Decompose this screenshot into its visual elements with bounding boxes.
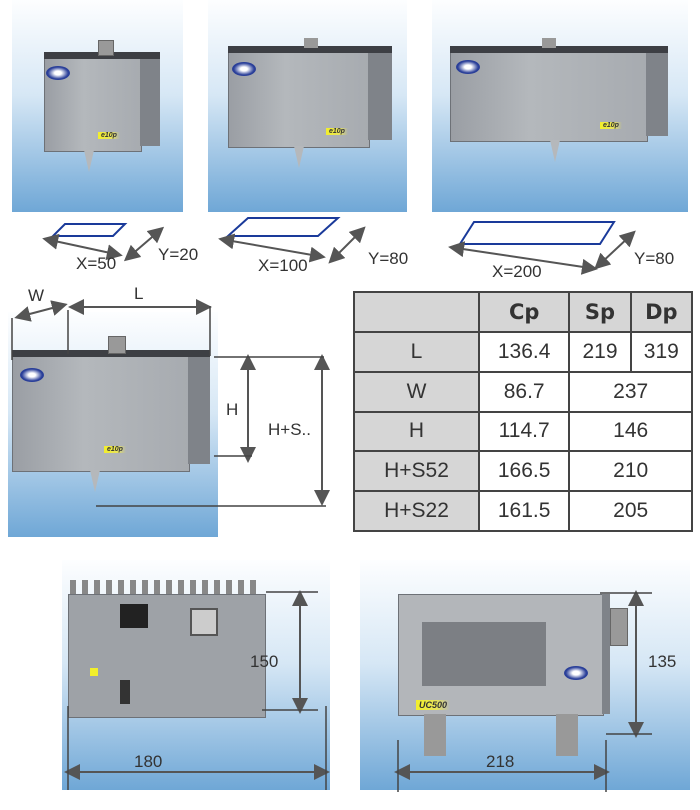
header-dp: Dp	[629, 291, 694, 333]
row-label: W	[353, 370, 480, 413]
row-label: H+S52	[353, 450, 480, 493]
dimensions-table: Cp Sp Dp L 136.4 219 319 W 86.7 237 H 11…	[353, 291, 694, 532]
sp-x-label: X=100	[258, 256, 308, 275]
header-blank	[353, 291, 480, 333]
table-row: H+S52 166.5 210	[353, 450, 693, 493]
cell-cp: 161.5	[477, 490, 571, 532]
model-sp-image: e10p	[208, 0, 407, 212]
hs-label: H+S..	[268, 420, 311, 439]
model-cp-image: e10p	[12, 0, 183, 212]
w-label: W	[28, 286, 45, 305]
cell-cp: 166.5	[477, 450, 571, 493]
row-label: H	[353, 410, 480, 453]
brand-logo-icon	[46, 66, 70, 80]
dp-x-label: X=200	[492, 262, 542, 281]
brand-logo-icon	[232, 62, 256, 76]
table-row: H+S22 161.5 205	[353, 490, 693, 532]
cell-sp-dp: 237	[568, 370, 693, 413]
row-label: H+S22	[353, 490, 480, 532]
front-height-label: 135	[648, 652, 677, 671]
cell-cp: 86.7	[477, 370, 571, 413]
table-header-row: Cp Sp Dp	[353, 291, 694, 333]
brand-logo-icon	[456, 60, 480, 74]
cell-sp-dp: 205	[568, 490, 693, 532]
cell-cp: 136.4	[477, 331, 571, 373]
header-cp: Cp	[477, 291, 571, 333]
front-width-label: 218	[486, 752, 515, 771]
h-label: H	[226, 400, 239, 419]
back-height-label: 150	[250, 652, 279, 671]
dp-y-label: Y=80	[634, 249, 675, 268]
model-dp-image: e10p	[432, 0, 688, 212]
row-label: L	[353, 331, 480, 373]
cell-cp: 114.7	[477, 410, 571, 453]
back-width-label: 180	[134, 752, 163, 771]
cell-sp: 219	[568, 331, 632, 373]
table-row: H 114.7 146	[353, 410, 693, 453]
header-sp: Sp	[568, 291, 632, 333]
sp-y-label: Y=80	[368, 249, 409, 268]
cp-x-label: X=50	[76, 254, 117, 273]
table-row: W 86.7 237	[353, 370, 693, 413]
cell-sp-dp: 146	[568, 410, 693, 453]
cp-y-label: Y=20	[158, 245, 199, 264]
l-label: L	[134, 284, 144, 303]
table-row: L 136.4 219 319	[353, 331, 694, 373]
cell-sp-dp: 210	[568, 450, 693, 493]
cell-dp: 319	[629, 331, 694, 373]
